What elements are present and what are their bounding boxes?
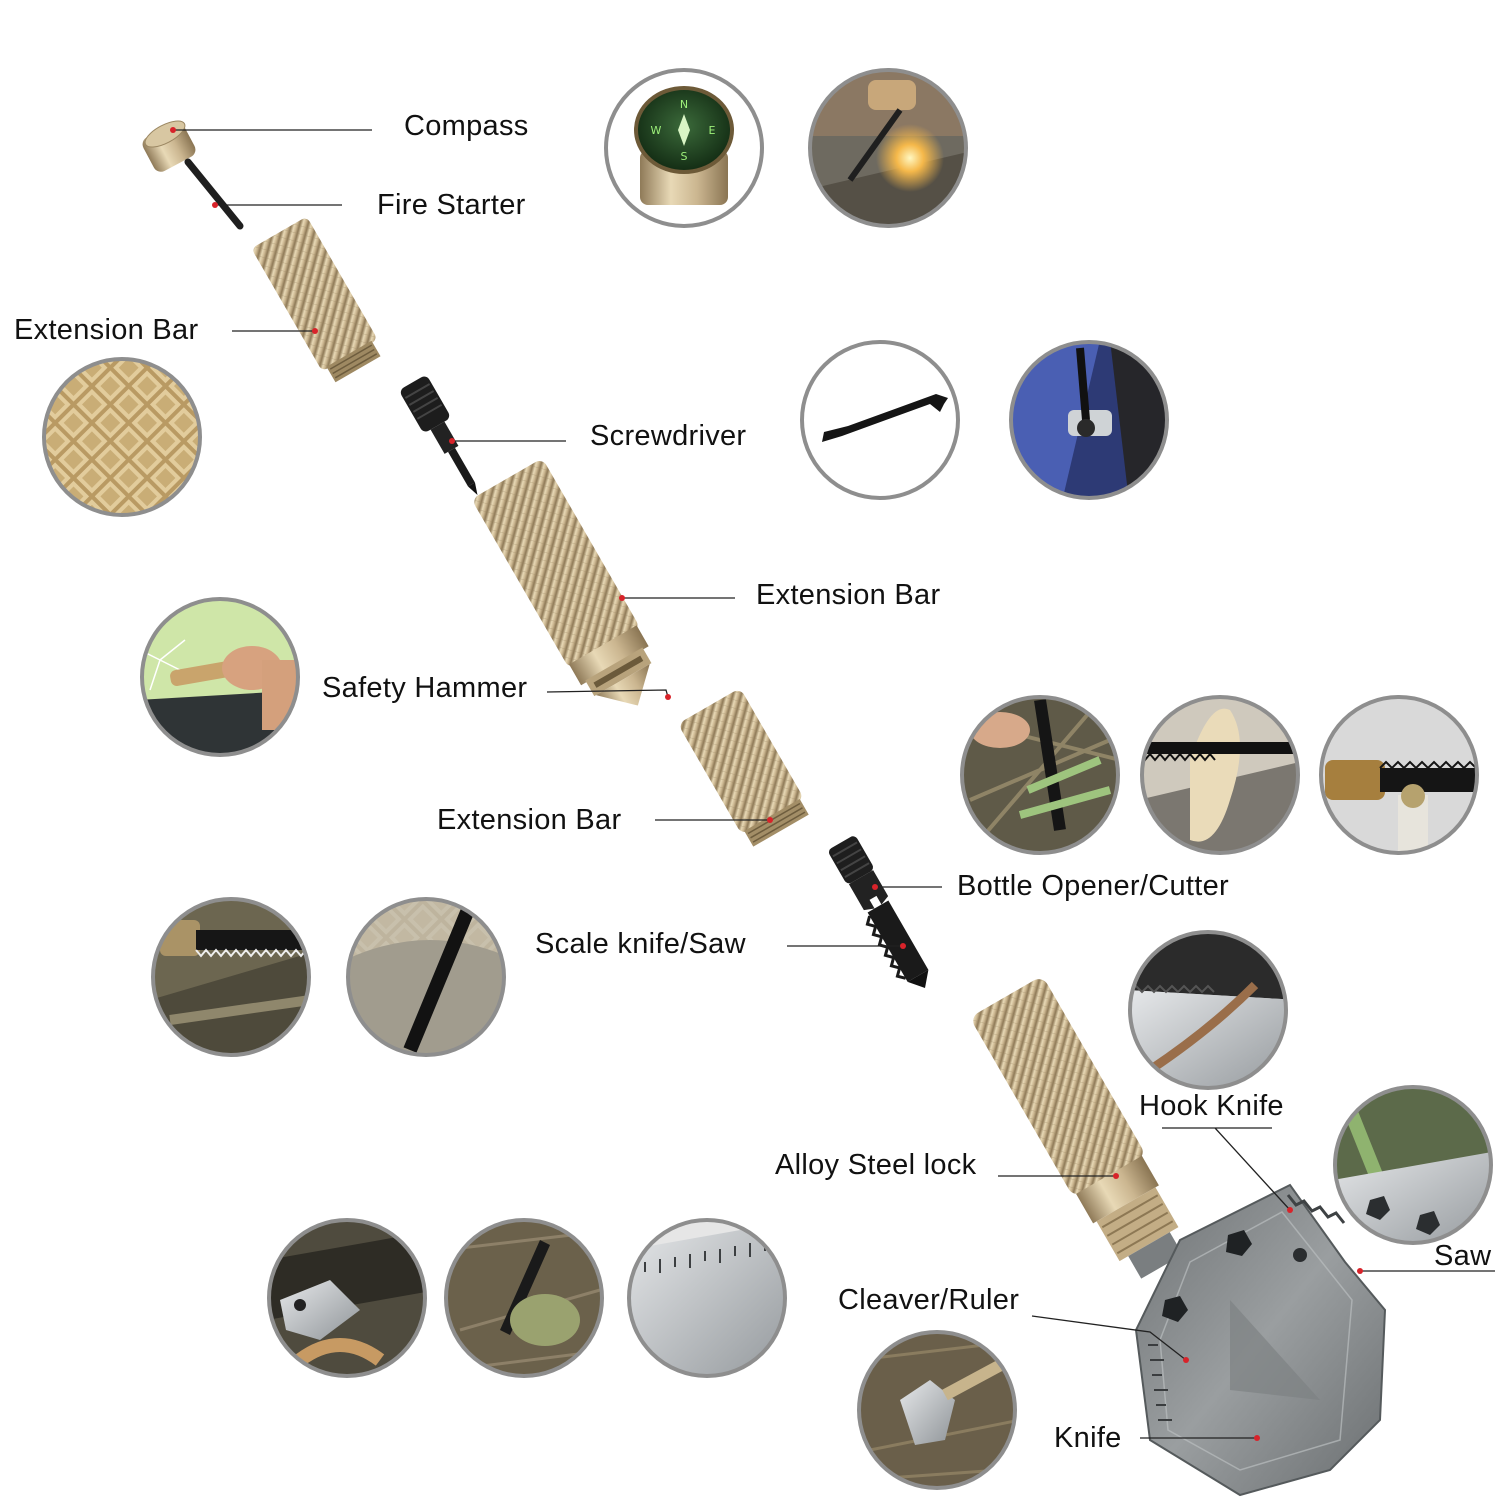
label-fire-starter: Fire Starter [377,189,526,221]
leader-dot-extension-bar-1 [312,328,318,334]
leader-dot-extension-bar-3 [767,817,773,823]
svg-text:S: S [681,150,688,163]
photo-scaling-fish [346,897,506,1057]
leader-dot-extension-bar-2 [619,595,625,601]
photo-hook-knife-cutting-rope [1128,930,1288,1090]
leader-hook-knife [1162,1127,1291,1211]
leader-dot-fire-starter [212,202,218,208]
label-extension-bar-2: Extension Bar [756,579,941,611]
photo-saw-on-branch [151,897,311,1057]
leader-dot-screwdriver [449,438,455,444]
photo-sawing-wood [1140,695,1300,855]
screwdriver-part [400,376,478,495]
photo-opening-bottle [1319,695,1479,855]
photo-ruler-edge [627,1218,787,1378]
tool-parts [142,120,1387,1497]
shovel-head-part [1134,1183,1387,1497]
photo-knife-in-ground [444,1218,604,1378]
photo-compass-closeup: N S W E [604,68,764,228]
leader-dot-saw [1357,1268,1363,1274]
svg-text:W: W [651,124,662,137]
label-hook-knife: Hook Knife [1139,1090,1284,1122]
compass-cap-part [142,120,196,172]
shovel-handle-part [973,979,1183,1279]
label-knife: Knife [1054,1422,1122,1454]
extension-bar-2-part [474,461,652,706]
label-saw: Saw [1434,1240,1492,1272]
extension-bar-3-part [680,690,809,847]
photo-saw-edge-on-tree [1333,1085,1493,1245]
leader-dot-scale-knife [900,943,906,949]
label-alloy-steel-lock: Alloy Steel lock [775,1149,977,1181]
photo-screwdriver-bit [800,340,960,500]
leader-dot-hook-knife [1287,1207,1293,1213]
leader-cleaver-ruler [1031,1315,1187,1361]
photo-shovel-cleaver [267,1218,427,1378]
svg-text:N: N [680,98,688,111]
photo-fire-starter-spark [808,68,968,228]
label-scale-knife-saw: Scale knife/Saw [535,928,746,960]
photo-knurled-grip-texture [42,357,202,517]
photo-safety-hammer-glass [140,597,300,757]
leader-dot-compass [170,127,176,133]
photo-circles: N S W E [42,68,1493,1490]
label-bottle-opener-cutter: Bottle Opener/Cutter [957,870,1229,902]
leader-lines [170,127,1495,1441]
photo-screwdriver-in-use [1009,340,1169,500]
svg-text:E: E [709,124,716,137]
bottle-opener-saw-part [828,836,929,988]
label-safety-hammer: Safety Hammer [322,672,528,704]
photo-saw-cutting-sticks [960,695,1120,855]
leader-dot-bottle-opener [872,884,878,890]
label-cleaver-ruler: Cleaver/Ruler [838,1284,1020,1316]
label-screwdriver: Screwdriver [590,420,747,452]
label-extension-bar-1: Extension Bar [14,314,199,346]
label-extension-bar-3: Extension Bar [437,804,622,836]
label-compass: Compass [404,110,529,142]
photo-digging-with-shovel [857,1330,1017,1490]
leader-dot-knife [1254,1435,1260,1441]
extension-bar-1-part [253,218,381,383]
leader-dot-alloy-steel-lock [1113,1173,1119,1179]
fire-starter-rod [184,158,244,230]
leader-dot-cleaver-ruler [1183,1357,1189,1363]
leader-dot-safety-hammer [665,694,671,700]
